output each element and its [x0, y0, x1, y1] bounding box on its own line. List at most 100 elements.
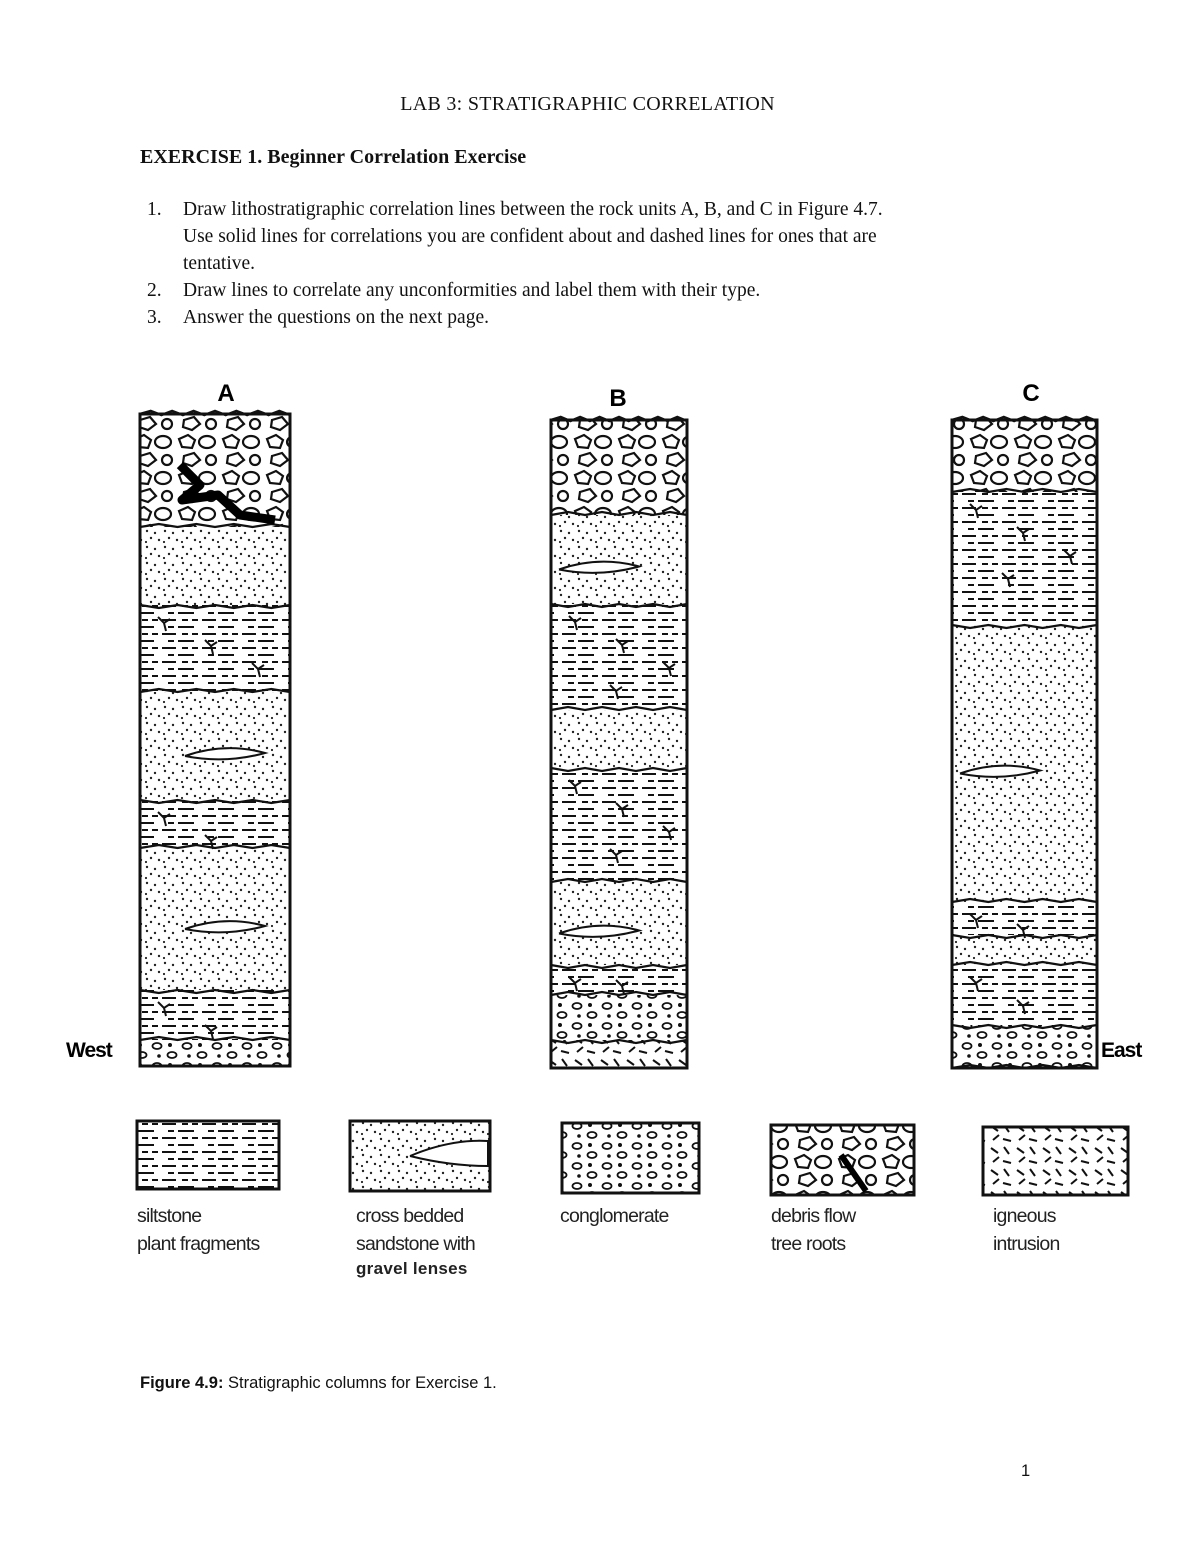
rock-unit-siltstone — [551, 604, 687, 710]
page-number: 1 — [1021, 1462, 1031, 1480]
legend-line: gravel lenses — [356, 1259, 468, 1278]
stratigraphic-columns — [138, 409, 1099, 1070]
legend-line: tree roots — [771, 1233, 846, 1255]
rock-unit-debris-flow — [140, 414, 290, 527]
plant-fragment-symbol — [1016, 526, 1030, 542]
unit-contact-line — [951, 487, 1098, 494]
legend-swatches — [135, 1119, 1130, 1197]
legend-label-debris-flow: debris flow tree roots — [771, 1202, 856, 1258]
rock-unit-siltstone — [140, 605, 290, 692]
unit-contact-line — [139, 1035, 291, 1042]
unit-contact-line — [139, 843, 291, 850]
unit-contact-line — [550, 1038, 688, 1045]
legend-swatch-sandstone — [348, 1119, 492, 1193]
legend-swatch-igneous — [981, 1125, 1130, 1197]
instruction-list: 1. Draw lithostratigraphic correlation l… — [140, 196, 1070, 331]
plant-fragment-symbol — [615, 802, 629, 818]
legend-line: debris flow — [771, 1205, 856, 1227]
rock-unit-debris-flow — [952, 420, 1097, 492]
gravel-lens — [184, 747, 269, 761]
unit-contact-line — [550, 990, 688, 997]
column-label-a: A — [217, 380, 234, 407]
plant-fragment-symbol — [1016, 999, 1030, 1015]
plant-fragment-symbol — [204, 1024, 218, 1040]
gravel-lens — [558, 924, 643, 938]
instruction-line: Use solid lines for correlations you are… — [183, 226, 877, 247]
instruction-number: 2. — [147, 280, 162, 301]
caption-label: Figure 4.9: — [140, 1374, 224, 1392]
column-frame — [138, 412, 292, 1068]
legend-line: plant fragments — [137, 1233, 260, 1255]
instruction-item: 3. Answer the questions on the next page… — [140, 304, 1070, 331]
rock-unit-siltstone — [952, 965, 1097, 1025]
plant-fragment-symbol — [1063, 549, 1077, 565]
rock-unit-siltstone — [140, 800, 290, 848]
rock-unit-siltstone — [140, 990, 290, 1040]
unit-contact-line — [139, 603, 291, 610]
rock-unit-siltstone — [551, 768, 687, 882]
unit-contact-line — [951, 933, 1098, 940]
rock-unit-cross-bedded-sandstone — [952, 625, 1097, 902]
rock-unit-cross-bedded-sandstone — [952, 935, 1097, 965]
plant-fragment-symbol — [969, 976, 983, 992]
swatch-fill — [137, 1121, 279, 1189]
tree-root-symbol — [176, 461, 276, 525]
rock-unit-conglomerate — [551, 995, 687, 1040]
plant-fragment-symbol — [662, 661, 676, 677]
instruction-line: Draw lines to correlate any unconformiti… — [183, 280, 761, 301]
legend-line: cross bedded — [356, 1205, 464, 1227]
legend-swatch-debris — [769, 1123, 916, 1197]
gravel-lens — [558, 560, 643, 574]
plant-fragment-symbol — [157, 616, 171, 632]
column-frame — [950, 418, 1099, 1070]
column-label-b: B — [609, 385, 626, 412]
legend-swatch-conglomerate — [560, 1121, 701, 1195]
rock-unit-conglomerate — [952, 1025, 1097, 1068]
unit-contact-line — [951, 960, 1098, 967]
plant-fragment-symbol — [615, 979, 629, 995]
legend-swatch-siltstone — [135, 1119, 281, 1191]
plant-fragment-symbol — [1001, 572, 1015, 588]
rock-unit-cross-bedded-sandstone — [551, 515, 687, 604]
column-top-edge — [139, 409, 291, 417]
swatch-frame — [348, 1119, 492, 1193]
legend-line: sandstone with — [356, 1233, 476, 1255]
unit-contact-line — [951, 1023, 1098, 1030]
unit-contact-line — [550, 877, 688, 884]
unit-contact-line — [139, 988, 291, 995]
instruction-item: 1. Draw lithostratigraphic correlation l… — [140, 196, 1070, 277]
instruction-line: tentative. — [183, 253, 256, 274]
legend-label-igneous: igneous intrusion — [993, 1202, 1060, 1258]
instruction-line: Answer the questions on the next page. — [183, 307, 489, 328]
exercise-title: EXERCISE 1. Beginner Correlation Exercis… — [140, 146, 527, 168]
column-b — [549, 415, 689, 1070]
west-label: West — [66, 1039, 113, 1062]
caption-text: Stratigraphic columns for Exercise 1. — [228, 1374, 497, 1392]
legend-line: intrusion — [993, 1233, 1060, 1255]
plant-fragment-symbol — [568, 976, 582, 992]
unit-contact-line — [139, 687, 291, 694]
unit-contact-line — [951, 623, 1098, 630]
rock-unit-cross-bedded-sandstone — [140, 848, 290, 990]
unit-contact-line — [139, 798, 291, 805]
plant-fragment-symbol — [969, 503, 983, 519]
swatch-fill — [983, 1127, 1128, 1195]
rock-unit-conglomerate — [140, 1040, 290, 1066]
east-label: East — [1101, 1039, 1142, 1062]
plant-fragment-symbol — [157, 811, 171, 827]
legend-label-siltstone: siltstone plant fragments — [137, 1202, 260, 1258]
rock-unit-cross-bedded-sandstone — [551, 882, 687, 965]
tree-root-symbol — [838, 1153, 869, 1193]
column-a — [138, 409, 292, 1068]
plant-fragment-symbol — [157, 1001, 171, 1017]
unit-contact-line — [550, 963, 688, 970]
rock-unit-cross-bedded-sandstone — [140, 527, 290, 605]
legend-label-conglomerate: conglomerate — [560, 1202, 669, 1230]
rock-unit-cross-bedded-sandstone — [551, 710, 687, 768]
plant-fragment-symbol — [662, 825, 676, 841]
legend-label-sandstone: cross bedded sandstone with gravel lense… — [356, 1202, 476, 1280]
unit-contact-line — [550, 602, 688, 609]
plant-fragment-symbol — [969, 913, 983, 929]
column-c — [950, 415, 1099, 1070]
